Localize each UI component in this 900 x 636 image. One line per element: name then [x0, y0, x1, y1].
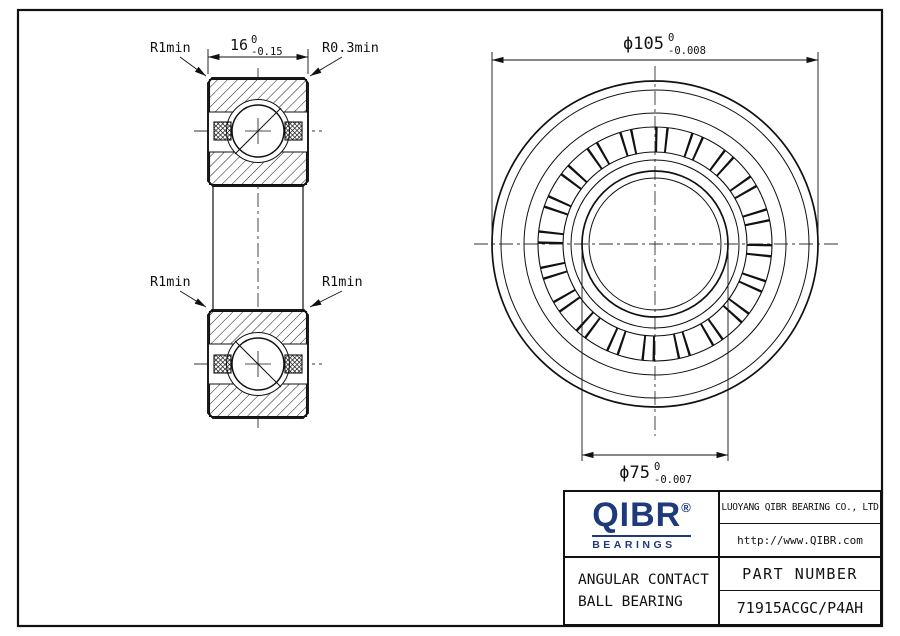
inner-ring-hatch-bottom: [208, 310, 308, 345]
width-tol-upper: 0: [251, 34, 257, 46]
qibr-logo: QIBR® BEARINGS: [592, 498, 691, 551]
product-type-line1: ANGULAR CONTACT: [578, 571, 709, 588]
company-website: http://www.QIBR.com: [737, 533, 863, 547]
leader-line: [179, 290, 207, 308]
bore-diameter-value: ϕ75: [619, 463, 650, 483]
r1min-top-left-label: R1min: [150, 40, 191, 56]
section-bottom: [207, 309, 309, 419]
outer-ring-hatch-top: [208, 78, 308, 113]
section-top-outline-over: [207, 77, 309, 187]
section-view: 16 0 -0.15 R1min R0.3min R1min R1min: [150, 34, 379, 428]
front-view: ϕ105 0 -0.008 ϕ75 0 -0.007: [474, 32, 842, 486]
leader-line: [309, 290, 343, 308]
outer-diameter-circle: [491, 80, 819, 408]
logo-cell: QIBR® BEARINGS: [565, 492, 720, 556]
cage-outer-circle: [537, 126, 773, 362]
bore-circle: [581, 170, 729, 318]
radius-labels: R1min R0.3min R1min R1min: [150, 40, 379, 308]
section-bottom-outline-over: [207, 309, 309, 419]
sheet-frame: [16, 8, 884, 628]
dim-outer-diameter: ϕ105 0 -0.008: [491, 32, 819, 234]
title-block: QIBR® BEARINGS LUOYANG QIBR BEARING CO.,…: [563, 490, 882, 626]
product-type: ANGULAR CONTACT BALL BEARING: [565, 558, 720, 624]
outer-diameter-tol-lower: -0.008: [668, 45, 706, 57]
cage-section-left-top: [213, 121, 232, 141]
cage-section-right-bottom: [284, 354, 303, 374]
product-type-line2: BALL BEARING: [578, 594, 683, 610]
width-value: 16: [230, 36, 248, 54]
cage-pocket-ticks: [538, 127, 772, 361]
brand-tagline: BEARINGS: [592, 534, 691, 551]
bore-diameter-tol-lower: -0.007: [654, 474, 692, 486]
width-tol-lower: -0.15: [251, 46, 283, 58]
brand-text: QIBR: [592, 495, 682, 534]
section-top: [207, 77, 309, 187]
inner-raceway-circle: [570, 159, 740, 329]
cage-section-right-top: [284, 121, 303, 141]
bore-diameter-tol-upper: 0: [654, 461, 660, 473]
dim-width: 16 0 -0.15: [207, 34, 309, 74]
outer-diameter-tol-upper: 0: [668, 32, 674, 44]
part-number-label: PART NUMBER: [720, 558, 880, 591]
bore-chamfer-circle: [588, 177, 722, 311]
outer-diameter-value: ϕ105: [623, 34, 664, 54]
outer-chamfer-circle: [500, 89, 810, 399]
cage-inner-circle: [562, 151, 748, 337]
leader-line: [179, 56, 207, 77]
registered-mark: ®: [681, 499, 691, 515]
outer-raceway-circle: [523, 112, 787, 376]
dim-bore-diameter: ϕ75 0 -0.007: [581, 252, 729, 486]
r1min-mid-right-label: R1min: [322, 274, 363, 290]
cage-section-left-bottom: [213, 354, 232, 374]
company-name: LUOYANG QIBR BEARING CO., LTD: [720, 492, 880, 524]
part-number-value: 71915ACGC/P4AH: [736, 598, 864, 617]
r1min-mid-left-label: R1min: [150, 274, 191, 290]
brand-name: QIBR®: [592, 498, 691, 532]
leader-line: [309, 56, 343, 77]
r03min-top-right-label: R0.3min: [322, 40, 379, 56]
